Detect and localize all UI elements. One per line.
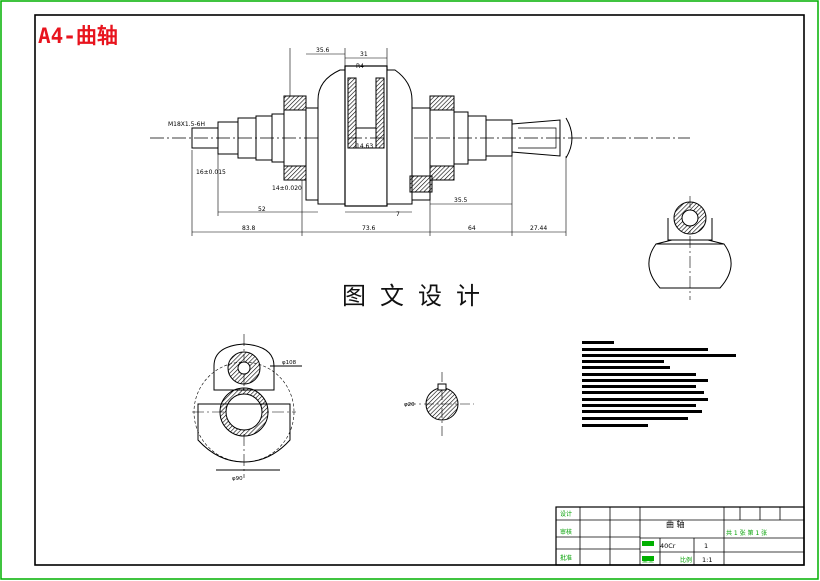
tb-scale: 1:1 (702, 556, 712, 564)
dim-27: 27.44 (530, 225, 547, 232)
main-view-dim-text: M18X1.5-6H 16±0.015 14±0.020 52 83.8 73.… (168, 47, 547, 232)
title-block-values: 曲 轴 40Cr 1 1:1 (660, 519, 712, 564)
technical-notes (582, 341, 736, 427)
dim-64: 64 (468, 225, 476, 232)
dim-35b: 35.5 (454, 197, 468, 204)
tb-material: 40Cr (660, 542, 676, 550)
dim-r4: R4 (356, 63, 364, 70)
side-view (648, 196, 732, 300)
watermark-text: 图文设计 (342, 282, 494, 310)
dim-73: 73.6 (362, 225, 376, 232)
dim-d3: 14±0.020 (272, 185, 302, 192)
crank-section-dims: φ108 φ90 (232, 360, 297, 482)
dim-d2: 16±0.015 (196, 169, 226, 176)
title-block (555, 506, 805, 566)
dim-83: 83.8 (242, 225, 256, 232)
tb-check: 审核 (560, 528, 572, 536)
keyway-section (406, 372, 474, 436)
tb-scale-label: 比例 (680, 556, 692, 564)
tb-design: 设计 (560, 510, 572, 518)
tb-part-name: 曲 轴 (666, 519, 685, 529)
dim-31: 31 (360, 51, 368, 58)
dim-52: 52 (258, 206, 266, 213)
tb-qty: 1 (704, 542, 708, 550)
main-view-dimensions (191, 48, 567, 236)
dim-90: φ90 (232, 476, 243, 482)
dim-key: φ20 (404, 402, 415, 408)
crank-section-view (192, 334, 302, 478)
dim-14: 14.63 (356, 143, 373, 150)
crankshaft-front-view (150, 65, 690, 207)
tb-mark-1 (642, 541, 654, 546)
tb-sheet-info: 共 1 张 第 1 张 (726, 529, 767, 537)
dim-108: φ108 (282, 360, 297, 366)
sheet-title: A4-曲轴 (38, 24, 118, 48)
dim-35: 35.6 (316, 47, 330, 54)
tb-approve: 批准 (560, 554, 572, 562)
tb-mark-2 (642, 556, 654, 561)
inner-border (34, 14, 805, 566)
dim-thread: M18X1.5-6H (168, 121, 205, 128)
dim-7: 7 (396, 211, 400, 218)
